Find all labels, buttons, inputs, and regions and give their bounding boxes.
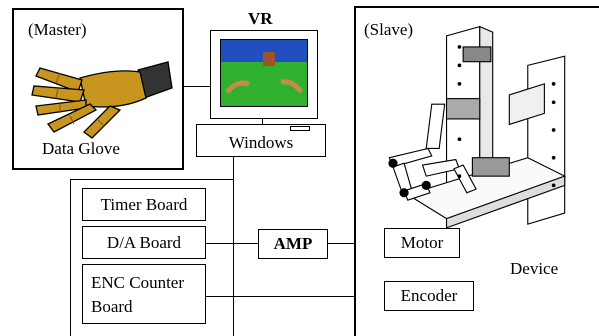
da-board: D/A Board <box>82 226 206 259</box>
vr-label: VR <box>248 9 273 28</box>
device-label: Device <box>510 259 559 278</box>
connector-glove-vr <box>184 86 210 87</box>
encoder-box: Encoder <box>384 281 474 311</box>
enc-label-2: Board <box>91 297 133 316</box>
slave-label: (Slave) <box>364 20 414 39</box>
device-icon <box>388 25 567 229</box>
amp-box: AMP <box>258 229 328 259</box>
motor-box: Motor <box>384 228 460 258</box>
data-glove-icon <box>31 61 173 139</box>
connector-enc-encoder <box>206 296 384 297</box>
master-label: (Master) <box>28 20 87 39</box>
connector-da-amp <box>206 243 258 244</box>
timer-board: Timer Board <box>82 188 206 221</box>
vr-screen <box>220 39 308 107</box>
enc-label-1: ENC Counter <box>91 273 185 292</box>
connector-pc-controller <box>233 157 234 179</box>
monitor-neck <box>262 119 263 124</box>
windows-label: Windows <box>228 132 294 152</box>
glove-label: Data Glove <box>42 139 120 158</box>
disk-slot <box>290 126 310 131</box>
enc-counter-board: ENC Counter Board <box>82 264 206 324</box>
